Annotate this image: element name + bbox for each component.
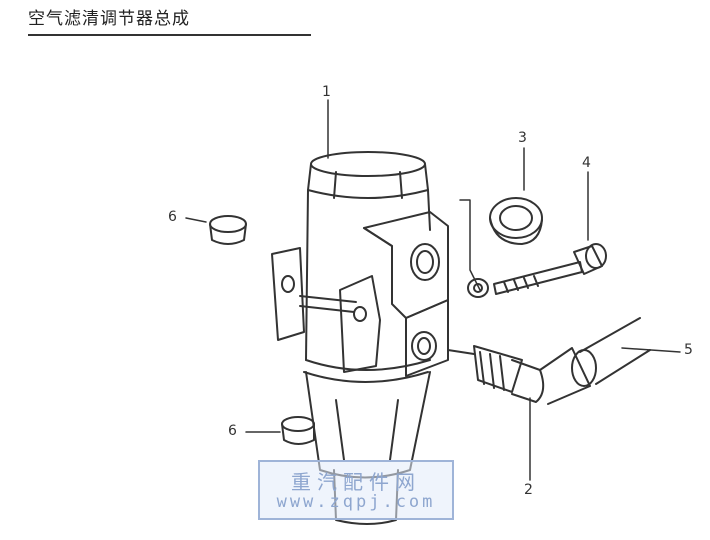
callout-2: 2 <box>524 482 533 498</box>
callout-6-top: 6 <box>168 209 177 225</box>
top-cap <box>307 151 429 199</box>
callout-3: 3 <box>518 130 527 146</box>
leader-lines <box>185 99 681 481</box>
callout-4: 4 <box>582 155 591 171</box>
part-6-plug-bottom <box>281 416 315 445</box>
part-3-ring <box>489 197 543 245</box>
diagram-title: 空气滤清调节器总成 <box>28 9 190 29</box>
callout-5: 5 <box>684 342 693 358</box>
filter-body <box>303 189 431 383</box>
watermark: 重汽配件网 www.zqpj.com <box>258 460 454 520</box>
part-6-plug-top <box>209 215 247 245</box>
part-4-bolt <box>467 243 607 298</box>
title-underline <box>28 34 311 36</box>
watermark-name: 重汽配件网 <box>291 470 421 494</box>
part-2-fitting <box>447 345 591 405</box>
mounting-bracket <box>271 247 381 373</box>
port-block <box>363 211 449 377</box>
callout-1: 1 <box>322 84 331 100</box>
callout-6-bottom: 6 <box>228 423 237 439</box>
part-5-hose <box>571 317 651 387</box>
watermark-url: www.zqpj.com <box>276 492 436 512</box>
